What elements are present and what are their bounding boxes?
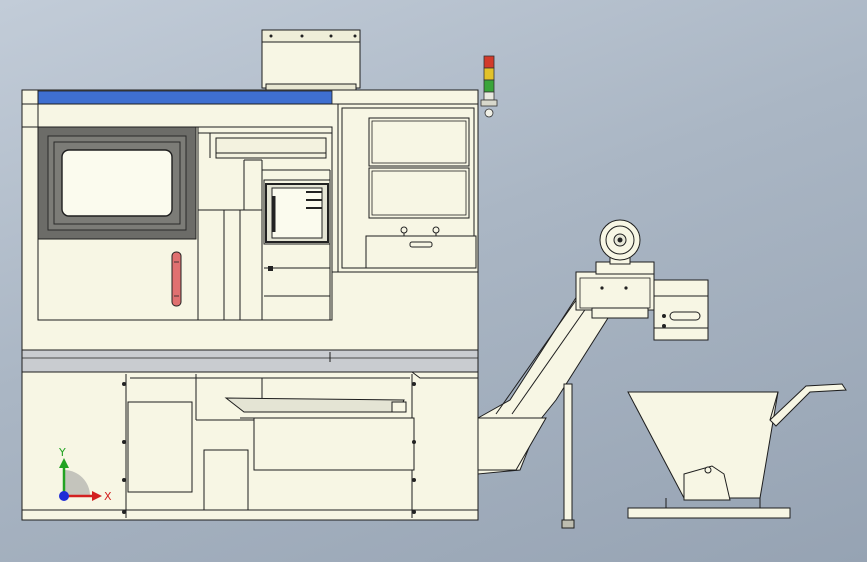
signal-tower bbox=[480, 55, 498, 118]
y-axis-arrow-icon bbox=[59, 458, 69, 468]
main-door bbox=[37, 126, 199, 321]
lower-cabinet bbox=[21, 371, 479, 521]
chip-conveyor bbox=[477, 219, 709, 529]
control-panel bbox=[337, 103, 479, 273]
top-cabinet bbox=[261, 29, 361, 91]
axis-triad: Y X bbox=[58, 446, 112, 503]
z-axis-dot-icon bbox=[59, 491, 69, 501]
x-axis-arrow-icon bbox=[92, 491, 102, 501]
y-axis-label: Y bbox=[58, 446, 66, 459]
machine-interior bbox=[197, 126, 333, 321]
chip-bin bbox=[627, 383, 847, 519]
x-axis-label: X bbox=[104, 490, 112, 503]
base-band bbox=[21, 349, 479, 373]
